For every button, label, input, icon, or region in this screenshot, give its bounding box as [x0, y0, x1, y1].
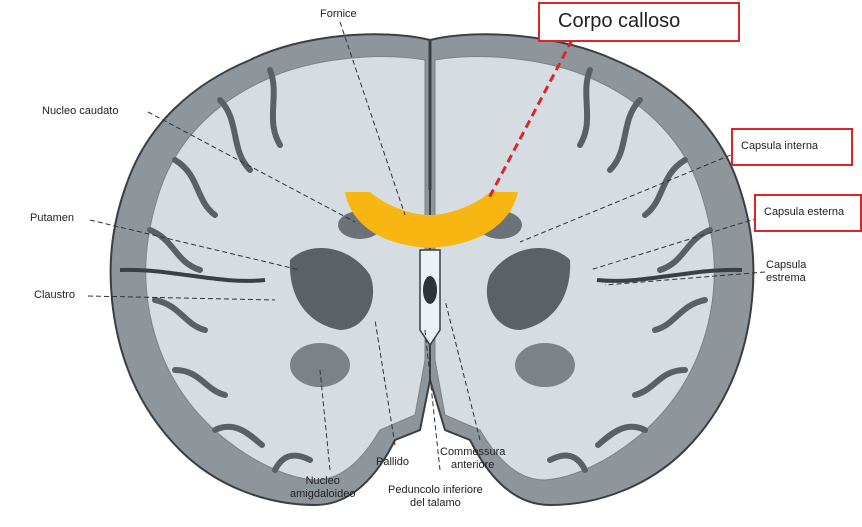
label-nucleo-amigdaloideo: Nucleo amigdaloideo [290, 475, 355, 501]
label-peduncolo: Peduncolo inferiore del talamo [388, 484, 483, 510]
label-commessura: Commessura anteriore [440, 446, 505, 472]
label-capsula-estrema: Capsula estrema [766, 259, 806, 285]
capsula-interna-callout: Capsula interna [731, 128, 853, 166]
label-nucleo-caudato: Nucleo caudato [42, 105, 118, 118]
right-amygdala [515, 343, 575, 387]
label-corpo-calloso: Corpo calloso [558, 10, 680, 33]
label-capsula-esterna: Capsula esterna [764, 206, 844, 218]
corpo-calloso-callout: Corpo calloso [538, 2, 740, 42]
label-putamen: Putamen [30, 212, 74, 225]
label-fornice: Fornice [320, 8, 357, 21]
label-pallido: Pallido [376, 456, 409, 469]
label-claustro: Claustro [34, 289, 75, 302]
midline-column [423, 276, 437, 304]
capsula-esterna-callout: Capsula esterna [754, 194, 862, 232]
label-capsula-interna: Capsula interna [741, 140, 818, 152]
left-amygdala [290, 343, 350, 387]
